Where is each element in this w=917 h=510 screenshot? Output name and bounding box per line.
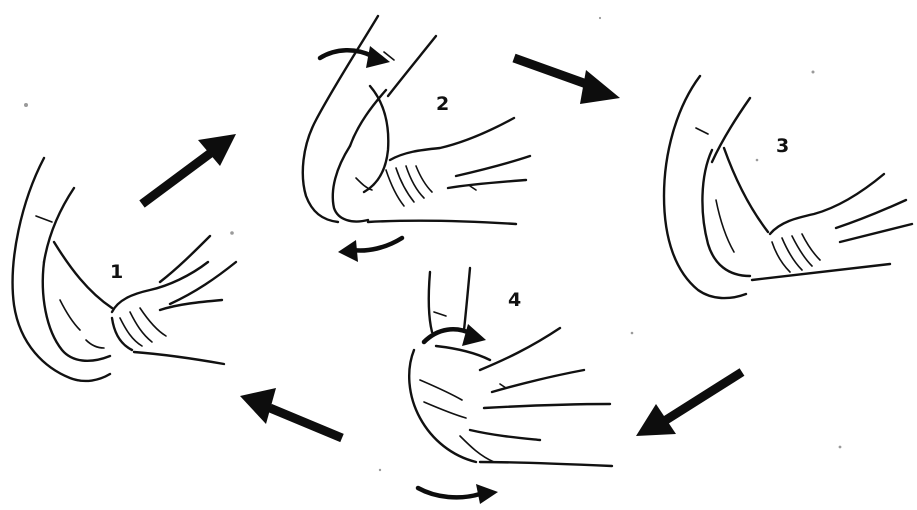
leg-2 [303,16,436,222]
hand-2 [368,118,530,224]
figure-step-1: 1 [13,158,236,381]
sequence-arrow-4-to-1 [240,388,342,438]
figure-step-2: 2 [303,16,530,262]
rotation-arrow-top-4 [424,324,486,346]
sequence-arrow-1-to-2 [142,134,236,204]
sequence-arrow-3-to-4 [636,372,742,436]
step-number-1: 1 [110,261,123,283]
leg-4 [429,268,470,332]
leg-3 [664,76,750,298]
hand-4 [460,328,612,466]
rotation-arrow-bottom-2 [338,238,402,262]
foot-2 [333,86,389,222]
hand-1 [112,236,236,364]
rotation-arrow-top-2 [320,46,390,68]
foot-4 [409,346,490,462]
foot-1 [43,242,112,361]
scan-specks [24,17,841,471]
rotation-arrow-bottom-4 [418,484,498,504]
hand-3 [752,174,912,280]
step-number-4: 4 [508,289,521,311]
sequence-arrow-2-to-3 [514,58,620,104]
step-number-2: 2 [436,93,449,115]
figure-step-4: 4 [409,268,612,504]
foot-3 [702,148,768,276]
step-number-3: 3 [776,135,789,157]
figure-step-3: 3 [664,76,912,298]
